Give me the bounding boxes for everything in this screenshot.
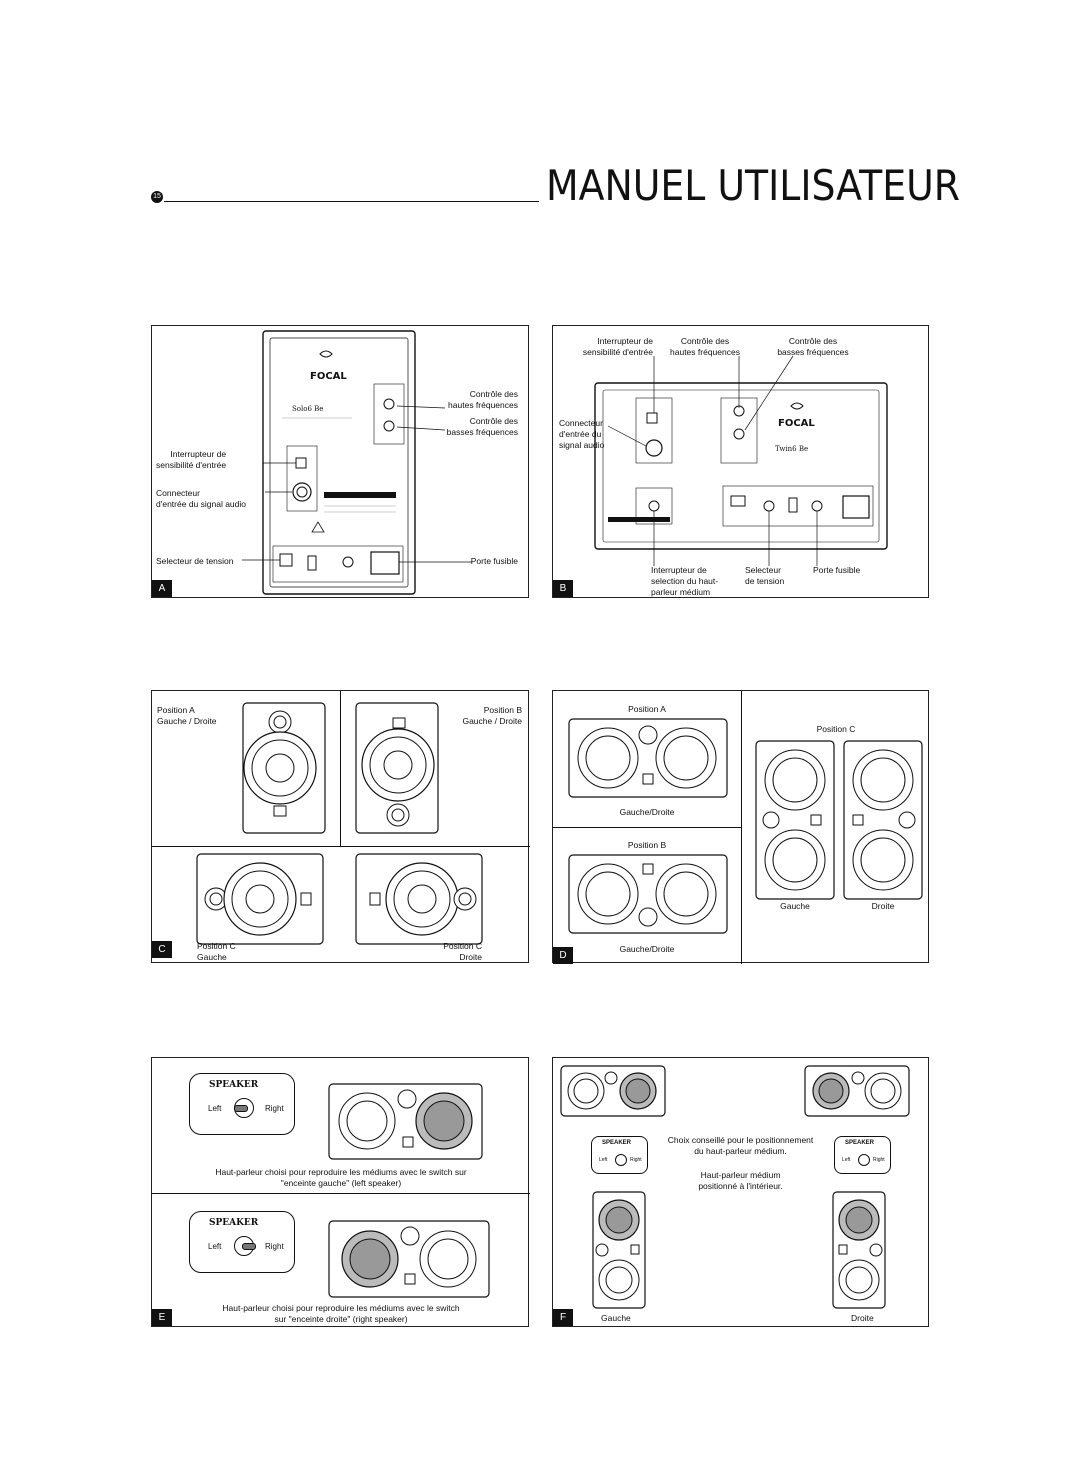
label-d-right: Droite [871, 901, 895, 911]
speaker-switch-box-left: SPEAKER Left Right [189, 1073, 295, 1135]
speaker-switch-title: SPEAKER [209, 1080, 259, 1090]
panel-c-divider-v [340, 691, 341, 846]
panel-d-divider-h [553, 827, 741, 828]
toggle-switch-icon-2 [234, 1236, 256, 1256]
speaker-switch-title-f2: SPEAKER [845, 1140, 875, 1146]
label-fuse-holder-b: Porte fusible [813, 565, 861, 575]
panel-tag-d: D [553, 947, 573, 964]
panel-d-divider-v [741, 691, 742, 964]
switch-right-label-f2: Right [873, 1157, 885, 1163]
panel-tag-c: C [152, 941, 172, 958]
svg-text:FOCAL: FOCAL [778, 418, 815, 429]
caption-left-speaker: Haut-parleur choisi pour reproduire les … [215, 1167, 467, 1188]
label-voltage-selector: Selecteur de tension [156, 556, 234, 566]
panel-tag-f: F [553, 1309, 573, 1326]
label-d-pos-b: Position B [627, 840, 667, 850]
label-d-left: Gauche [780, 901, 810, 911]
panel-c-divider-h [152, 846, 530, 847]
recommended-mid-position-drawing [560, 1065, 910, 1309]
label-f-gauche: Gauche [601, 1313, 631, 1323]
page-title: MANUEL UTILISATEUR [546, 161, 961, 210]
page-number-badge: 15 [151, 191, 163, 203]
label-d-pos-c: Position C [816, 724, 856, 734]
label-d-pos-a-side: Gauche/Droite [619, 807, 675, 817]
toggle-switch-icon [234, 1098, 254, 1118]
label-f-droite: Droite [851, 1313, 874, 1323]
label-d-pos-a: Position A [628, 704, 666, 714]
toggle-switch-icon-f1 [615, 1154, 627, 1166]
panel-tag-b: B [553, 580, 573, 597]
twin6-positions-drawing [568, 718, 923, 934]
panel-tag-e: E [152, 1309, 172, 1326]
speaker-switch-box-right: SPEAKER Left Right [189, 1211, 295, 1273]
svg-text:Twin6 Be: Twin6 Be [775, 445, 808, 453]
panel-f-recommended-positioning: SPEAKER Left Right SPEAKER Left Right Ch… [552, 1057, 929, 1327]
speaker-switch-title-2: SPEAKER [209, 1218, 259, 1228]
speaker-switch-title-f1: SPEAKER [602, 1140, 632, 1146]
switch-left-label: Left [208, 1104, 222, 1113]
svg-text:Solo6 Be: Solo6 Be [292, 405, 323, 413]
switch-left-label-f2: Left [842, 1157, 851, 1163]
switch-right-label: Right [265, 1104, 284, 1113]
label-d-pos-b-side: Gauche/Droite [619, 944, 675, 954]
speaker-switch-box-f-right: SPEAKER Left Right [834, 1136, 891, 1174]
switch-right-label-2: Right [265, 1242, 284, 1251]
label-fuse-holder: Porte fusible [470, 556, 518, 566]
header-rule [164, 201, 539, 202]
twin6-mid-selection-drawing [328, 1083, 490, 1298]
switch-right-label-f1: Right [630, 1157, 642, 1163]
svg-text:FOCAL: FOCAL [310, 371, 347, 382]
solo6-positions-drawing [196, 702, 483, 945]
panel-e-divider-h [152, 1193, 530, 1194]
switch-left-label-f1: Left [599, 1157, 608, 1163]
switch-left-label-2: Left [208, 1242, 222, 1251]
panel-e-speaker-switch: SPEAKER Left Right SPEAKER Left Right Ha… [151, 1057, 530, 1327]
twin6-rear-panel-drawing: FOCAL Twin6 Be [594, 355, 888, 566]
solo6-rear-panel-drawing: FOCAL Solo6 Be [242, 330, 472, 595]
panel-tag-a: A [152, 580, 172, 597]
toggle-switch-icon-f2 [858, 1154, 870, 1166]
caption-right-speaker: Haut-parleur choisi pour reproduire les … [222, 1303, 460, 1324]
panel-d-twin6-positions: Position A Gauche/Droite Position B Gauc… [552, 690, 929, 964]
speaker-switch-box-f-left: SPEAKER Left Right [591, 1136, 648, 1174]
